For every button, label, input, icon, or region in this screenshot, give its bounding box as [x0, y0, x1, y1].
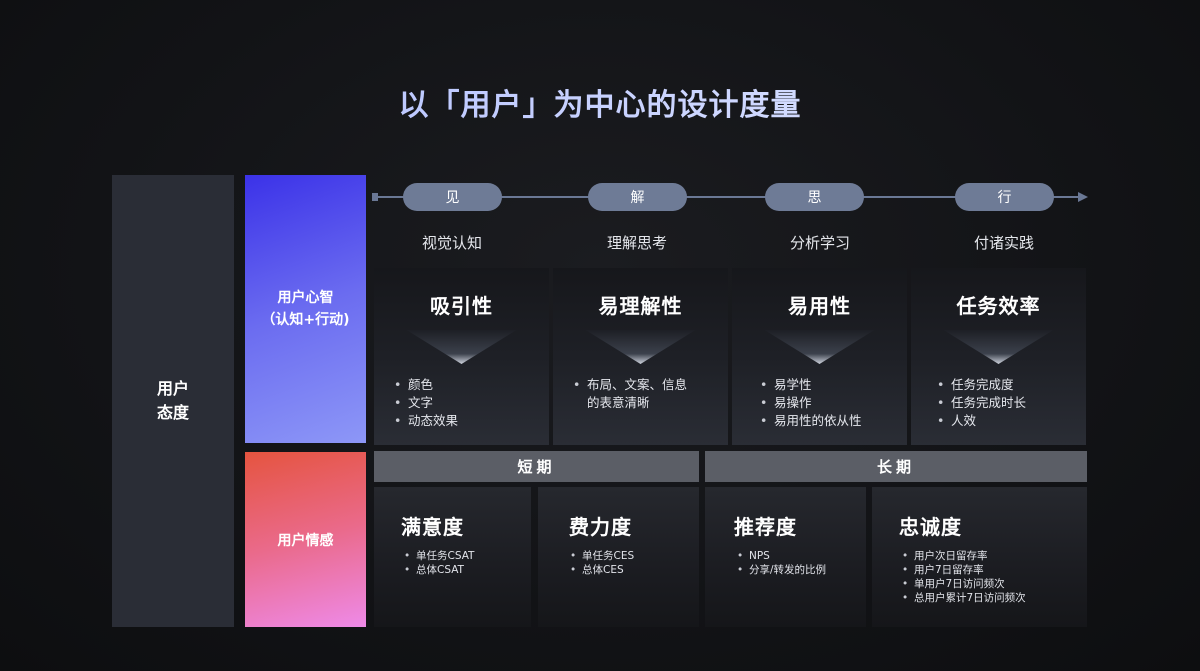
user-mind-label: 用户心智 （认知+行动) — [261, 290, 350, 328]
chevron-down-icon — [585, 330, 696, 364]
metric-list: 单任务CSAT 总体CSAT — [404, 549, 474, 577]
list-item: 布局、文案、信息 的表意清晰 — [573, 376, 687, 412]
list-item: 动态效果 — [394, 412, 458, 430]
stage-pill-understand: 解 — [588, 183, 687, 211]
list-item: 用户7日留存率 — [902, 563, 1026, 577]
stage-pill-act: 行 — [955, 183, 1054, 211]
chevron-down-icon — [764, 330, 875, 364]
list-item: 颜色 — [394, 376, 458, 394]
list-item: 易用性的依从性 — [760, 412, 862, 430]
metric-list: 单任务CES 总体CES — [570, 549, 634, 577]
metric-list: 任务完成度 任务完成时长 人效 — [937, 376, 1026, 430]
list-item: 任务完成时长 — [937, 394, 1026, 412]
list-item: 单任务CSAT — [404, 549, 474, 563]
list-item: 人效 — [937, 412, 1026, 430]
user-emotion-block: 用户情感 — [245, 452, 366, 627]
emotion-card-loyalty: 忠诚度 用户次日留存率 用户7日留存率 单用户7日访问频次 总用户累计7日访问频… — [872, 487, 1087, 627]
list-item: 总体CES — [570, 563, 634, 577]
list-item: 易操作 — [760, 394, 862, 412]
emotion-card-satisfaction: 满意度 单任务CSAT 总体CSAT — [374, 487, 531, 627]
metric-card-attractiveness: 吸引性 颜色 文字 动态效果 — [374, 268, 549, 445]
metric-list: 用户次日留存率 用户7日留存率 单用户7日访问频次 总用户累计7日访问频次 — [902, 549, 1026, 605]
chevron-down-icon — [943, 330, 1054, 364]
stage-pill-see: 见 — [403, 183, 502, 211]
user-attitude-label: 用户 态度 — [156, 379, 189, 422]
list-item: 任务完成度 — [937, 376, 1026, 394]
emotion-card-effort: 费力度 单任务CES 总体CES — [538, 487, 699, 627]
metric-list: 颜色 文字 动态效果 — [394, 376, 458, 430]
metric-list: 易学性 易操作 易用性的依从性 — [760, 376, 862, 430]
list-item: 用户次日留存率 — [902, 549, 1026, 563]
metric-title: 易理解性 — [598, 294, 683, 318]
metric-title: 费力度 — [569, 515, 632, 539]
metric-title: 忠诚度 — [899, 515, 962, 539]
page-title: 以「用户」为中心的设计度量 — [0, 80, 1200, 124]
axis-start-marker — [372, 193, 378, 201]
user-mind-block: 用户心智 （认知+行动) — [245, 175, 366, 443]
metric-title: 易用性 — [788, 294, 851, 318]
metric-list: 布局、文案、信息 的表意清晰 — [573, 376, 687, 412]
metric-title: 吸引性 — [430, 294, 493, 318]
stage-label-understand: 理解思考 — [606, 234, 667, 252]
stage-pill-think: 思 — [765, 183, 864, 211]
emotion-card-recommendation: 推荐度 NPS 分享/转发的比例 — [705, 487, 866, 627]
list-item: NPS — [737, 549, 826, 563]
list-item: 文字 — [394, 394, 458, 412]
process-axis-line — [376, 196, 1080, 198]
list-item: 单用户7日访问频次 — [902, 577, 1026, 591]
list-item: 单任务CES — [570, 549, 634, 563]
metric-card-comprehensibility: 易理解性 布局、文案、信息 的表意清晰 — [553, 268, 728, 445]
metric-card-task-efficiency: 任务效率 任务完成度 任务完成时长 人效 — [911, 268, 1086, 445]
metric-title: 任务效率 — [956, 294, 1041, 318]
stage-label-act: 付诸实践 — [973, 234, 1034, 252]
user-emotion-label: 用户情感 — [277, 532, 334, 549]
arrow-right-icon — [1078, 192, 1088, 202]
long-term-bar: 长期 — [705, 451, 1087, 482]
stage-label-think: 分析学习 — [789, 234, 850, 252]
list-item: 总体CSAT — [404, 563, 474, 577]
metric-title: 推荐度 — [734, 515, 797, 539]
metric-list: NPS 分享/转发的比例 — [737, 549, 826, 577]
chevron-down-icon — [406, 330, 517, 364]
stage-label-see: 视觉认知 — [421, 234, 482, 252]
short-term-bar: 短期 — [374, 451, 699, 482]
list-item: 易学性 — [760, 376, 862, 394]
user-attitude-block: 用户 态度 — [112, 175, 234, 627]
list-item: 总用户累计7日访问频次 — [902, 591, 1026, 605]
list-item: 分享/转发的比例 — [737, 563, 826, 577]
metric-card-usability: 易用性 易学性 易操作 易用性的依从性 — [732, 268, 907, 445]
metric-title: 满意度 — [401, 515, 464, 539]
